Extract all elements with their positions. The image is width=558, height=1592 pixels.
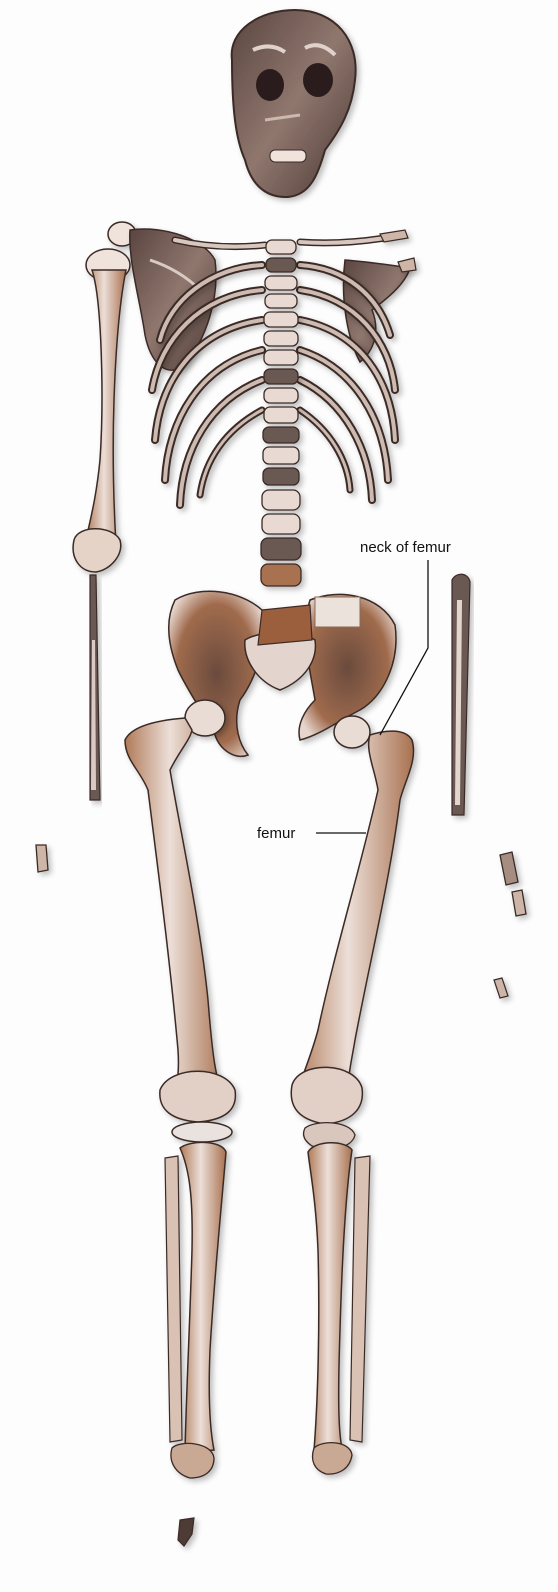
left-forearm [452, 574, 470, 815]
right-forearm [90, 575, 100, 800]
vertebral-column [261, 240, 301, 586]
left-tibia-fibula [308, 1143, 370, 1474]
knees [160, 1067, 363, 1148]
right-femur [125, 700, 225, 1100]
right-humerus [73, 222, 136, 572]
label-femur-group: femur [257, 825, 366, 842]
right-tibia-fibula [165, 1142, 226, 1478]
label-femur: femur [257, 825, 295, 842]
left-femur [295, 716, 414, 1100]
skull [232, 10, 356, 197]
label-neck-of-femur: neck of femur [360, 539, 451, 556]
